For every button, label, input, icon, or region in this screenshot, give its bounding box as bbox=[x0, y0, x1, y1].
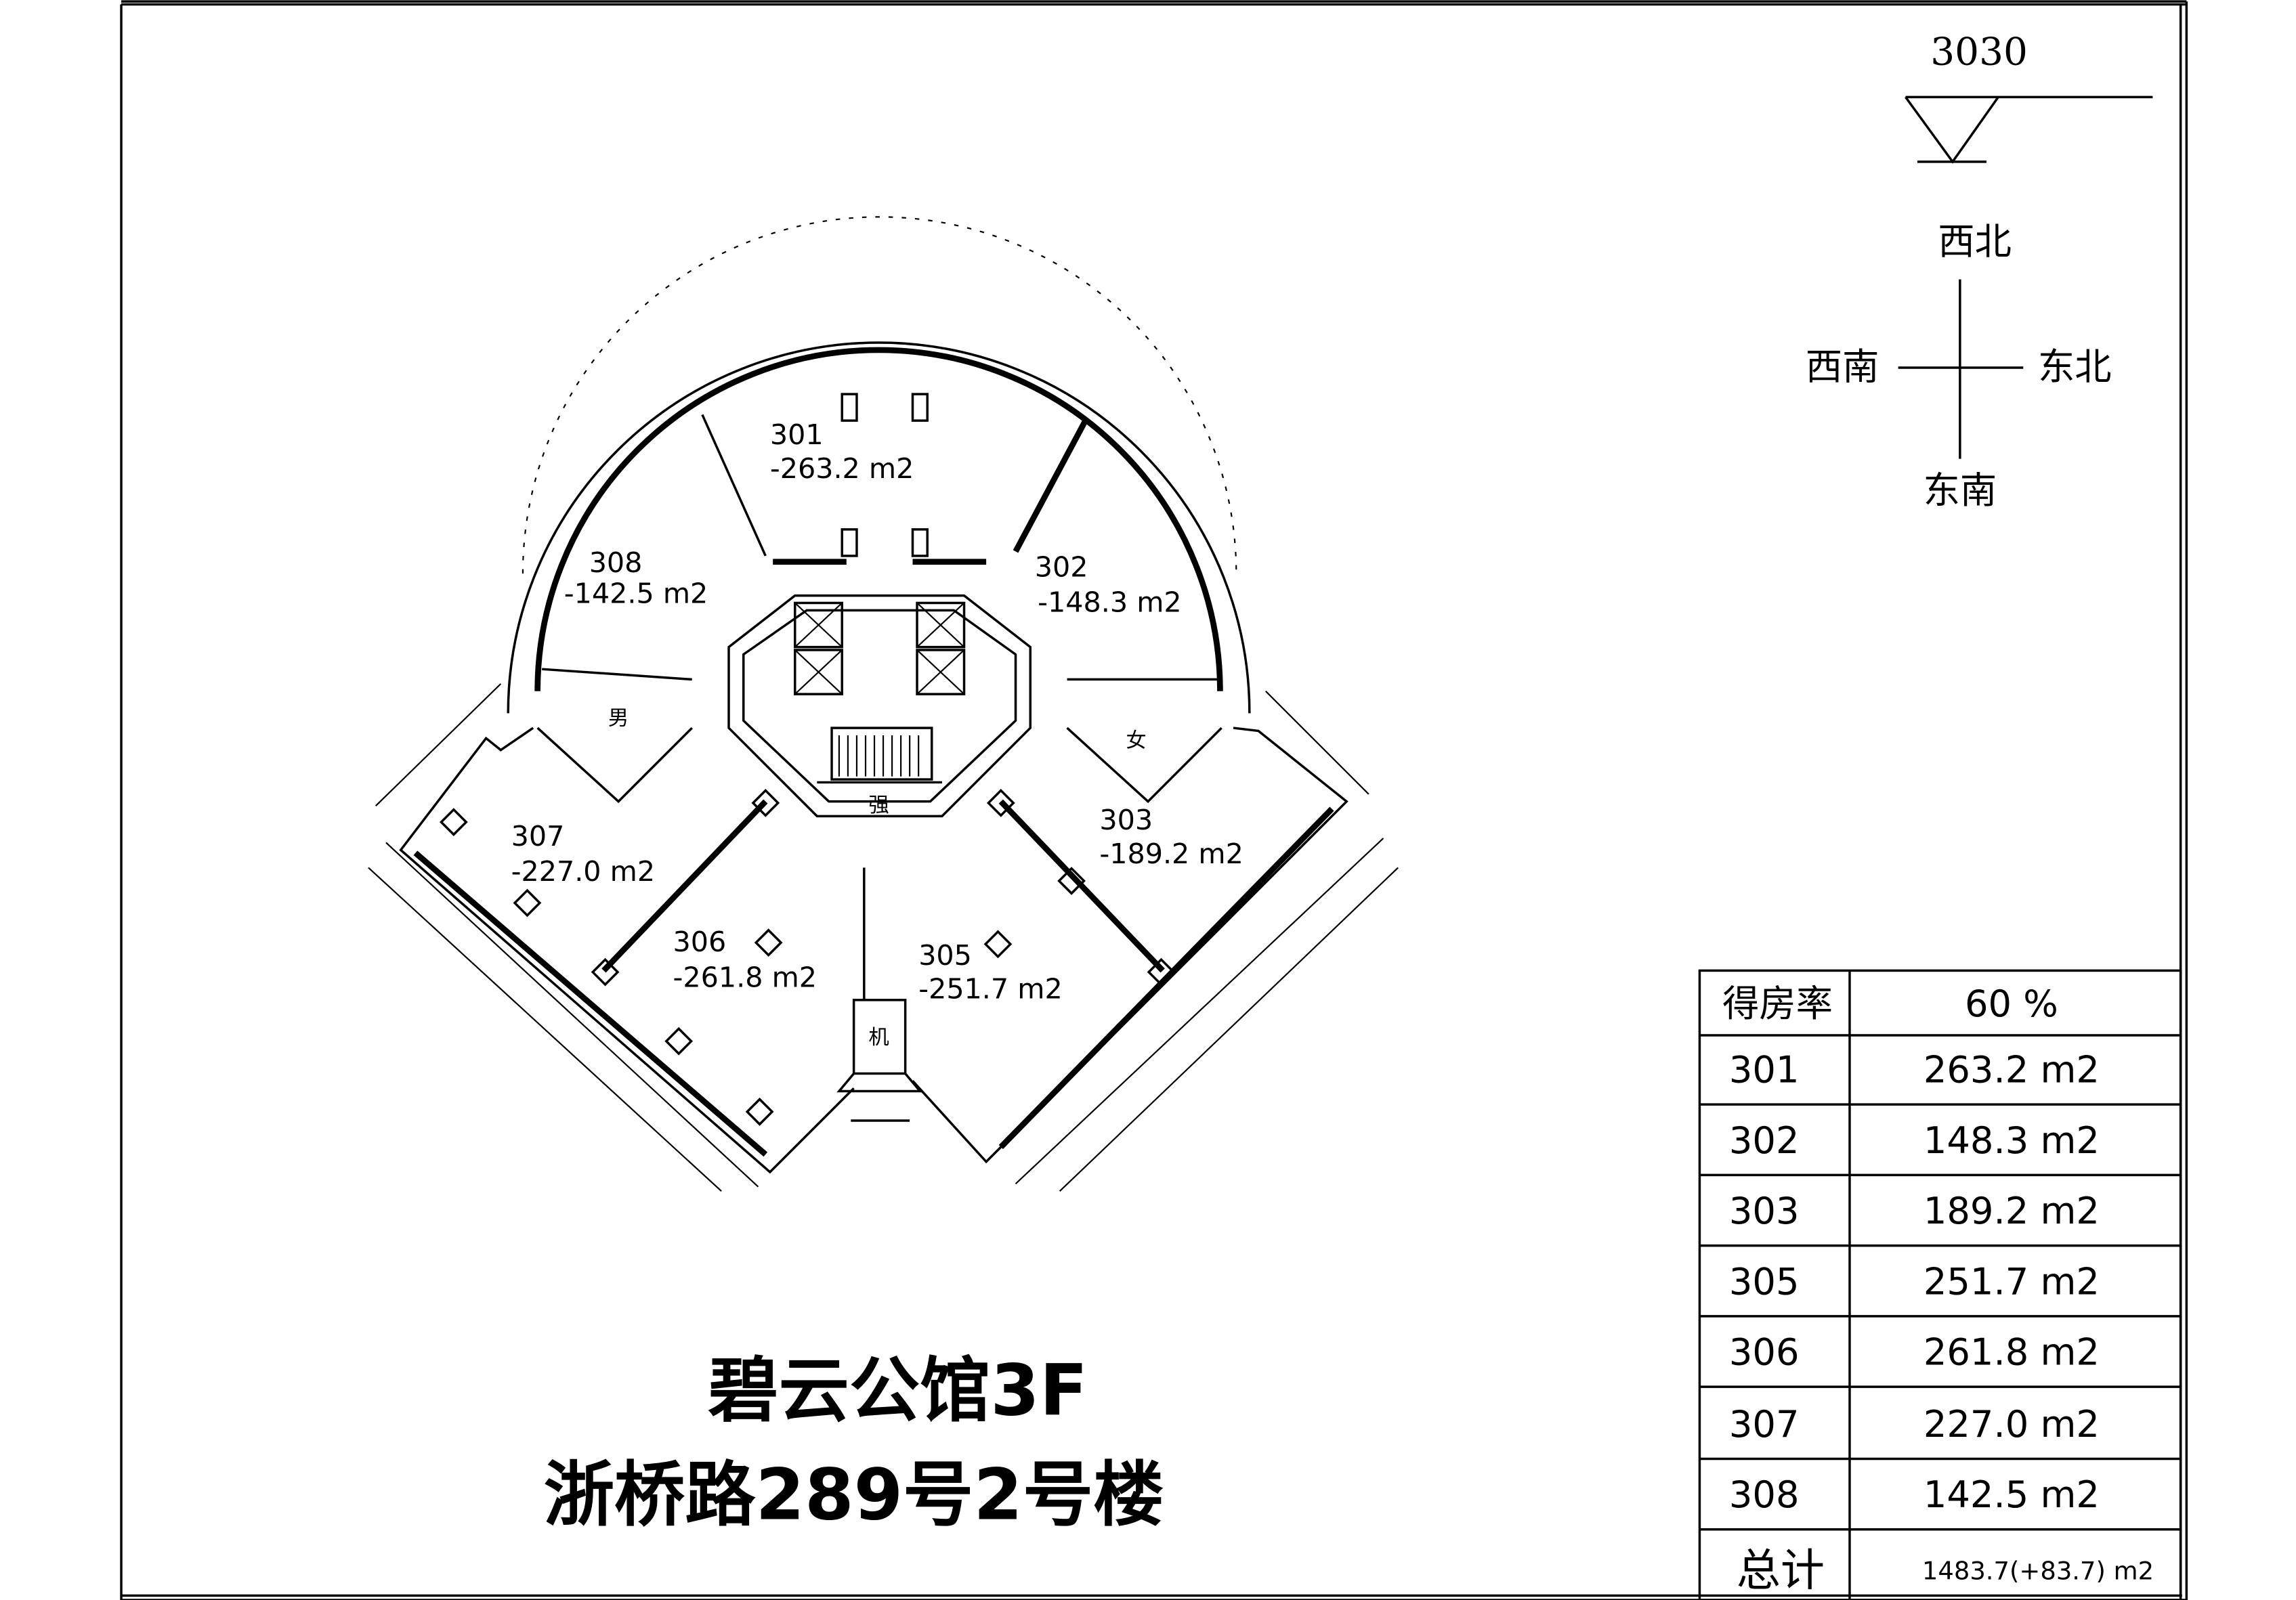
machine-room-label: 机 bbox=[868, 1026, 889, 1050]
table-area: 263.2 m2 bbox=[1923, 1049, 2100, 1091]
room-302-area: -148.3 m2 bbox=[1038, 586, 1182, 619]
mens-toilet-label: 男 bbox=[608, 707, 629, 731]
table-room: 305 bbox=[1729, 1260, 1800, 1303]
room-307-area: -227.0 m2 bbox=[511, 855, 656, 888]
table-room: 307 bbox=[1729, 1403, 1800, 1446]
compass-north-west: 西北 bbox=[1938, 221, 2012, 263]
room-303-number: 303 bbox=[1099, 804, 1153, 836]
table-header-label: 得房率 bbox=[1722, 982, 1833, 1025]
building-address: 浙桥路289号2号楼 bbox=[544, 1454, 1164, 1536]
building-title: 碧云公馆3F bbox=[708, 1349, 1088, 1431]
table-room: 303 bbox=[1729, 1190, 1800, 1232]
table-total-value: 1483.7(+83.7) m2 bbox=[1922, 1557, 2154, 1586]
room-302-number: 302 bbox=[1035, 550, 1088, 583]
room-308-number: 308 bbox=[589, 546, 643, 579]
table-total-label: 总计 bbox=[1737, 1545, 1825, 1596]
table-row: 302 148.3 m2 bbox=[1729, 1119, 2100, 1162]
table-row: 303 189.2 m2 bbox=[1729, 1190, 2100, 1232]
room-306-area: -261.8 m2 bbox=[673, 961, 817, 993]
table-area: 142.5 m2 bbox=[1923, 1473, 2100, 1516]
room-301-number: 301 bbox=[770, 418, 824, 451]
table-room: 306 bbox=[1729, 1331, 1800, 1374]
table-row: 308 142.5 m2 bbox=[1729, 1473, 2100, 1516]
compass-south-east: 东南 bbox=[1923, 469, 1997, 512]
room-306-number: 306 bbox=[673, 926, 726, 958]
room-labels: 301 -263.2 m2 302 -148.3 m2 303 -189.2 m… bbox=[511, 418, 1243, 1050]
table-row: 307 227.0 m2 bbox=[1729, 1403, 2100, 1446]
room-308-area: -142.5 m2 bbox=[564, 577, 708, 609]
room-303-area: -189.2 m2 bbox=[1099, 838, 1243, 870]
columns bbox=[439, 393, 1176, 1126]
table-area: 261.8 m2 bbox=[1923, 1331, 2100, 1374]
table-area: 251.7 m2 bbox=[1923, 1260, 2100, 1303]
table-row: 301 263.2 m2 bbox=[1729, 1049, 2100, 1091]
table-room: 308 bbox=[1729, 1473, 1800, 1516]
womens-toilet-label: 女 bbox=[1126, 729, 1146, 752]
table-row: 306 261.8 m2 bbox=[1729, 1331, 2100, 1374]
drawing-frame bbox=[120, 0, 2188, 1600]
orientation-compass: 西北 西南 东北 东南 bbox=[1806, 221, 2112, 512]
compass-south-west: 西南 bbox=[1806, 345, 1879, 388]
table-room: 302 bbox=[1729, 1119, 1800, 1162]
table-area: 148.3 m2 bbox=[1923, 1119, 2100, 1162]
elevation-value: 3030 bbox=[1930, 30, 2028, 74]
elevation-marker: 3030 bbox=[1905, 30, 2153, 164]
room-305-number: 305 bbox=[918, 939, 972, 972]
table-header-value: 60 % bbox=[1965, 982, 2058, 1025]
room-307-number: 307 bbox=[511, 820, 565, 852]
area-table: 得房率 60 % 301 263.2 m2 302 148.3 m2 303 189.… bbox=[1698, 969, 2182, 1600]
floor-plan bbox=[368, 216, 1399, 1192]
table-area: 189.2 m2 bbox=[1923, 1190, 2100, 1232]
table-row: 305 251.7 m2 bbox=[1729, 1260, 2100, 1303]
table-room: 301 bbox=[1729, 1049, 1800, 1091]
table-area: 227.0 m2 bbox=[1923, 1403, 2100, 1446]
room-301-area: -263.2 m2 bbox=[770, 452, 914, 485]
electrical-room-label: 强 bbox=[868, 794, 889, 817]
compass-north-east: 东北 bbox=[2038, 345, 2112, 388]
room-305-area: -251.7 m2 bbox=[918, 973, 1063, 1006]
